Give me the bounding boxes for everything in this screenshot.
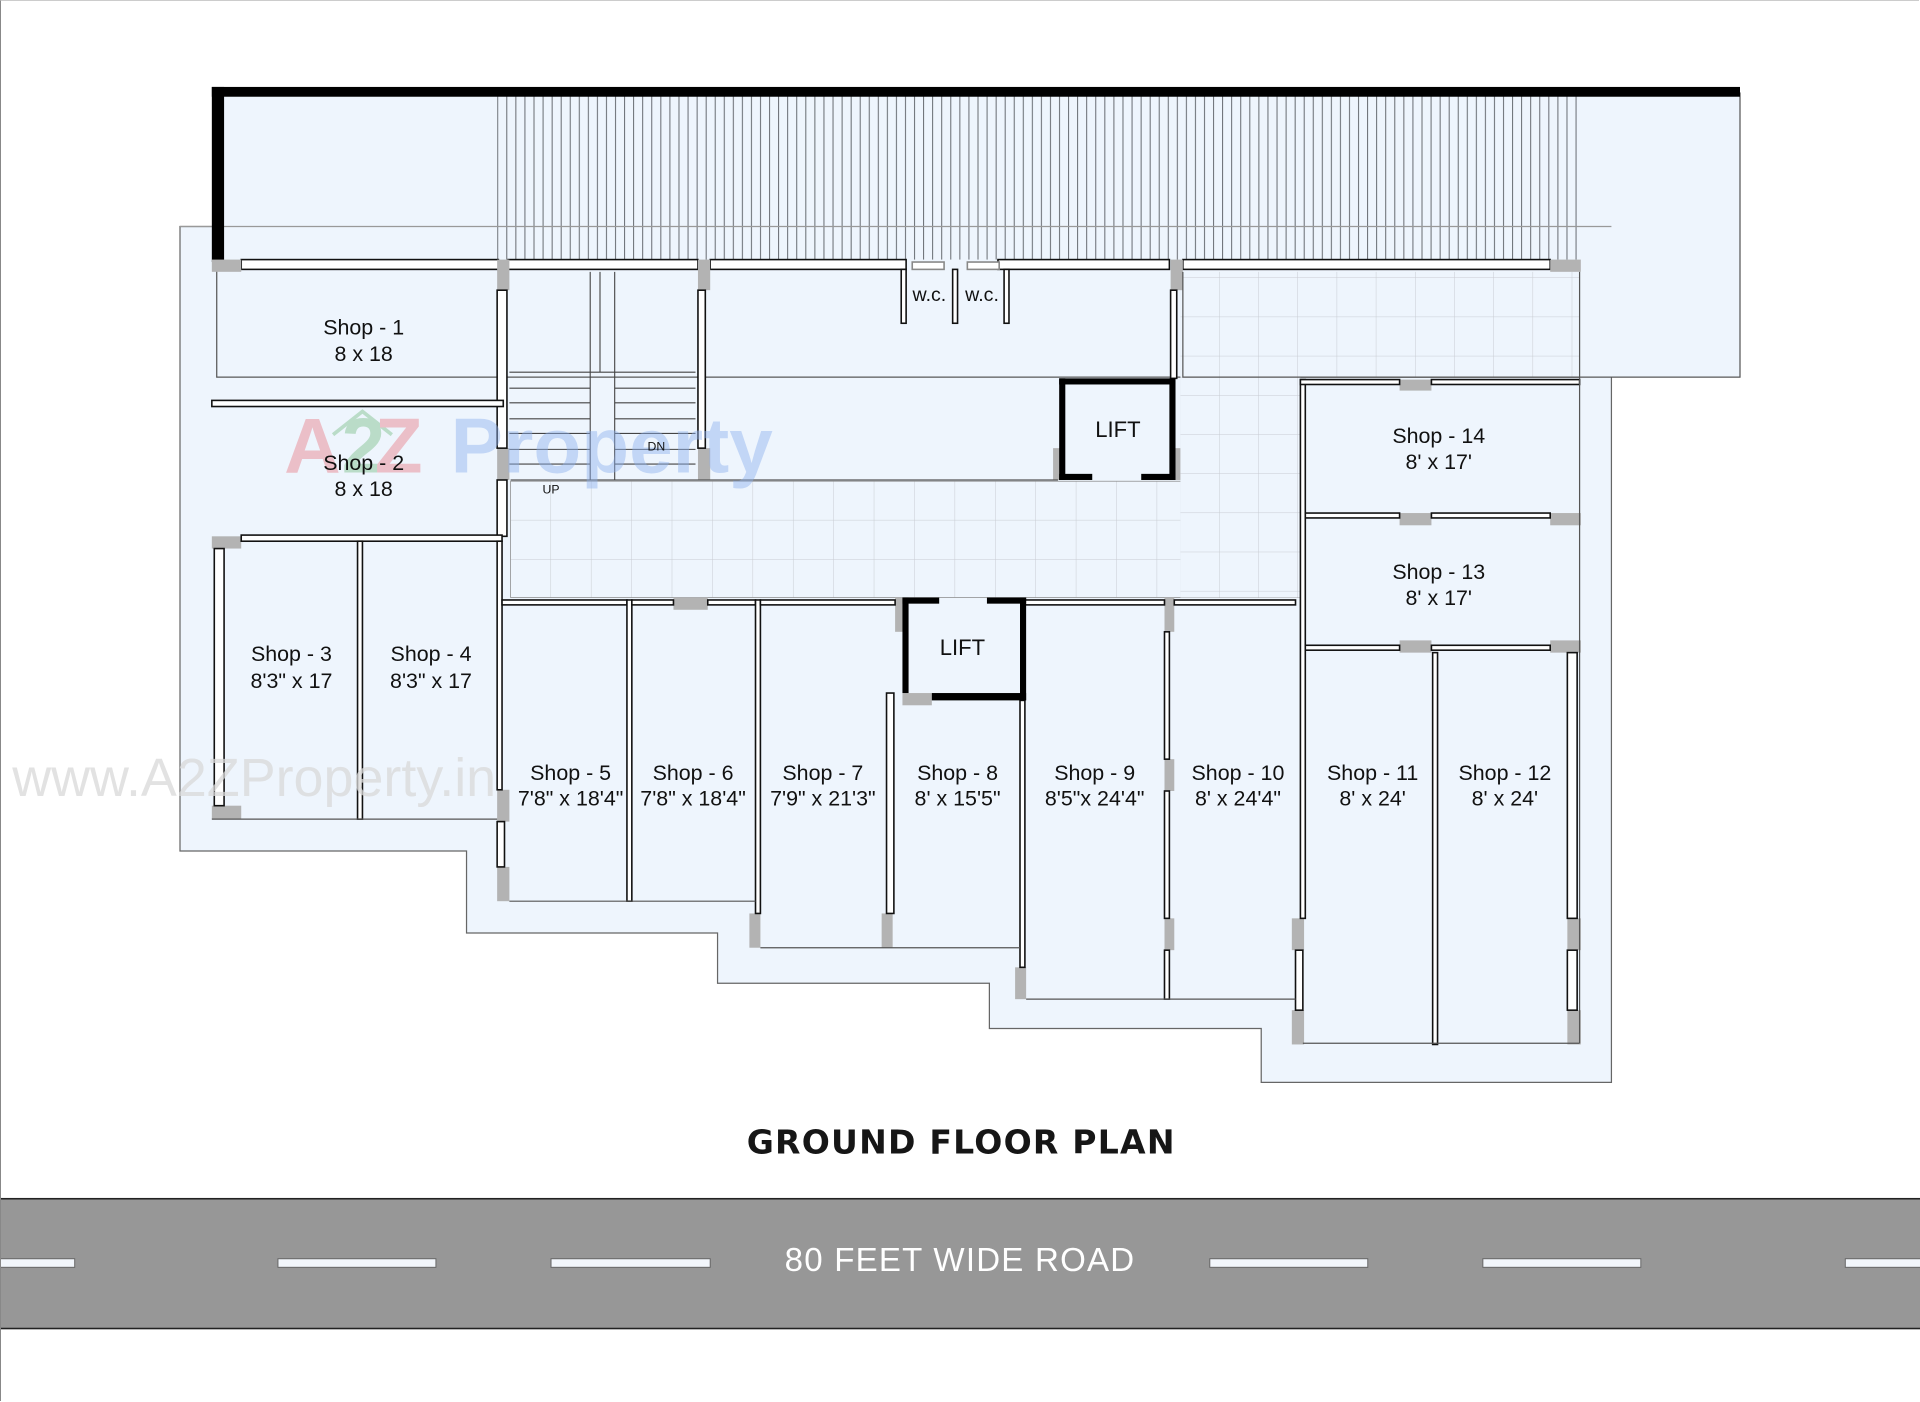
svg-text:8' x 24'4": 8' x 24'4" — [1195, 787, 1281, 811]
boundary-wall-left — [211, 86, 225, 263]
washroom-1-label: w.c. — [912, 284, 947, 306]
shop-2[interactable]: Shop - 2 8 x 18 — [323, 451, 404, 501]
svg-text:Shop - 12: Shop - 12 — [1458, 761, 1551, 785]
svg-text:Shop - 11: Shop - 11 — [1327, 761, 1418, 785]
svg-text:8 x 18: 8 x 18 — [335, 477, 393, 501]
svg-text:Shop - 5: Shop - 5 — [530, 761, 611, 785]
shop-3[interactable]: Shop - 3 8'3" x 17 — [250, 642, 332, 693]
washroom-2-label: w.c. — [964, 284, 999, 306]
watermark-url: www.A2ZProperty.in — [11, 748, 496, 808]
plan-title: GROUND FLOOR PLAN — [747, 1122, 1176, 1161]
svg-text:A: A — [284, 402, 341, 490]
svg-text:8' x 24': 8' x 24' — [1339, 787, 1406, 811]
svg-text:8' x 17': 8' x 17' — [1406, 450, 1473, 474]
svg-text:7'8" x 18'4": 7'8" x 18'4" — [640, 787, 746, 811]
svg-text:Shop - 14: Shop - 14 — [1392, 424, 1485, 448]
road: 80 FEET WIDE ROAD — [0, 1197, 1920, 1330]
shop-8[interactable]: Shop - 8 8' x 15'5" — [915, 761, 1001, 811]
boundary-wall-top — [211, 86, 1741, 97]
svg-text:7'8" x 18'4": 7'8" x 18'4" — [518, 787, 624, 811]
svg-text:Shop - 2: Shop - 2 — [323, 451, 404, 475]
svg-text:8'3" x 17: 8'3" x 17 — [390, 669, 472, 693]
svg-text:Shop - 6: Shop - 6 — [653, 761, 734, 785]
corridor-floor-right — [1180, 271, 1580, 378]
svg-text:8' x 17': 8' x 17' — [1406, 586, 1473, 610]
road-label: 80 FEET WIDE ROAD — [785, 1242, 1136, 1279]
shop-11[interactable]: Shop - 11 8' x 24' — [1327, 761, 1418, 811]
svg-text:Shop - 3: Shop - 3 — [251, 642, 332, 666]
lift-upper-walls — [1059, 378, 1176, 480]
svg-text:8'5"x 24'4": 8'5"x 24'4" — [1045, 787, 1145, 811]
svg-text:8' x 24': 8' x 24' — [1472, 787, 1539, 811]
lift-lower-walls — [902, 597, 1027, 701]
columns — [211, 259, 1581, 1045]
svg-text:Shop - 10: Shop - 10 — [1192, 761, 1285, 785]
svg-text:Shop - 1: Shop - 1 — [323, 315, 404, 339]
corridor-floor-right-lower — [1180, 377, 1301, 598]
svg-text:8 x 18: 8 x 18 — [335, 342, 393, 366]
lift-upper-label: LIFT — [1095, 417, 1140, 442]
stairs-down-label: DN — [647, 440, 665, 454]
svg-text:Z: Z — [375, 402, 423, 490]
watermark-logo: A 2 Z Property — [284, 402, 773, 490]
stairs-up-label: UP — [543, 482, 560, 496]
front-wall — [240, 258, 1551, 271]
svg-text:2: 2 — [342, 402, 386, 490]
shop-walls — [211, 268, 1581, 1046]
svg-text:7'9" x 21'3": 7'9" x 21'3" — [770, 787, 876, 811]
svg-text:Shop - 9: Shop - 9 — [1054, 761, 1135, 785]
svg-text:Shop - 8: Shop - 8 — [917, 761, 998, 785]
shop-10[interactable]: Shop - 10 8' x 24'4" — [1192, 761, 1285, 811]
road-lane-dashes — [0, 1258, 1920, 1268]
svg-text:Property: Property — [451, 402, 774, 490]
staircase — [509, 271, 696, 480]
svg-text:Shop - 7: Shop - 7 — [782, 761, 863, 785]
svg-text:8'3" x 17: 8'3" x 17 — [250, 669, 332, 693]
shop-13[interactable]: Shop - 13 8' x 17' — [1392, 560, 1485, 610]
lift-lower-label: LIFT — [940, 635, 985, 660]
shop-14[interactable]: Shop - 14 8' x 17' — [1392, 424, 1485, 474]
shop-bottom-edges — [211, 271, 1581, 1044]
svg-text:Shop - 4: Shop - 4 — [391, 642, 472, 666]
shop-4[interactable]: Shop - 4 8'3" x 17 — [390, 642, 472, 693]
svg-text:Shop - 13: Shop - 13 — [1392, 560, 1485, 584]
shop-7[interactable]: Shop - 7 7'9" x 21'3" — [770, 761, 876, 811]
shop-6[interactable]: Shop - 6 7'8" x 18'4" — [640, 761, 746, 811]
shop-9[interactable]: Shop - 9 8'5"x 24'4" — [1045, 761, 1145, 811]
shop-12[interactable]: Shop - 12 8' x 24' — [1458, 761, 1551, 811]
shop-1[interactable]: Shop - 1 8 x 18 — [323, 315, 404, 366]
canopy-slats — [497, 95, 1578, 260]
svg-text:8' x 15'5": 8' x 15'5" — [915, 787, 1001, 811]
shop-5[interactable]: Shop - 5 7'8" x 18'4" — [518, 761, 624, 811]
